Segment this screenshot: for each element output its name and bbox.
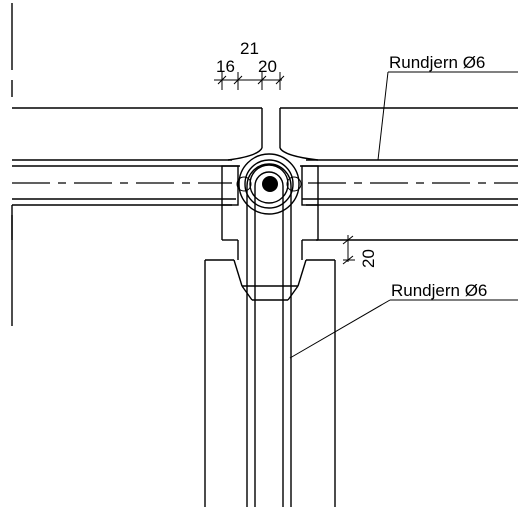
top-slab <box>12 107 518 161</box>
label-rebar-bottom: Rundjern Ø6 <box>289 281 518 359</box>
dimension-21: 21 <box>240 39 259 58</box>
dimension-20-top: 20 <box>258 57 277 76</box>
top-dimension: 21 16 20 <box>214 39 285 90</box>
label-rundjern-bottom: Rundjern Ø6 <box>391 281 487 300</box>
vertical-rebar-loop <box>246 163 292 507</box>
horizontal-slab-lines <box>11 159 518 241</box>
joint-blocks <box>221 165 319 241</box>
lower-column <box>204 240 336 507</box>
dimension-16: 16 <box>216 57 235 76</box>
label-rundjern-top: Rundjern Ø6 <box>389 53 485 72</box>
center-rod-dot <box>262 176 278 192</box>
side-dimension: 20 <box>342 235 378 268</box>
label-rebar-top: Rundjern Ø6 <box>377 53 518 161</box>
dimension-20-side: 20 <box>359 249 378 268</box>
hinge-rings <box>236 153 302 215</box>
